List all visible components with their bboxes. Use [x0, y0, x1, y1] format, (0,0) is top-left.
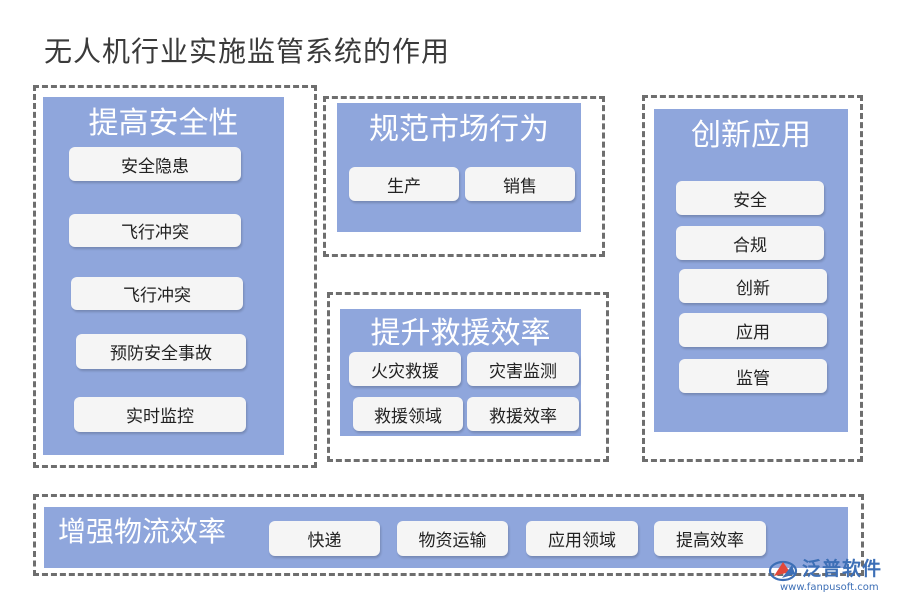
safety-item-hidden-danger: 安全隐患: [69, 147, 241, 181]
innovation-item-application: 应用: [679, 313, 827, 347]
rescue-item-disaster-monitoring: 灾害监测: [467, 352, 579, 386]
page-title: 无人机行业实施监管系统的作用: [44, 35, 451, 68]
rescue-group-frame: [327, 292, 609, 462]
market-item-sales: 销售: [465, 167, 575, 201]
safety-group-frame: [33, 85, 317, 468]
safety-item-realtime-monitoring: 实时监控: [74, 397, 246, 432]
logistics-item-material-transport: 物资运输: [397, 521, 508, 556]
rescue-item-rescue-efficiency: 救援效率: [467, 397, 579, 431]
innovation-heading: 创新应用: [691, 118, 811, 153]
innovation-item-safety: 安全: [676, 181, 824, 215]
fanpu-logo: 泛普软件 www.fanpusoft.com: [766, 552, 896, 598]
logistics-group-frame: [33, 494, 864, 576]
fanpu-logo-icon: [768, 560, 798, 582]
market-item-production: 生产: [349, 167, 459, 201]
market-heading: 规范市场行为: [369, 112, 549, 147]
logo-url: www.fanpusoft.com: [780, 582, 879, 593]
safety-item-flight-conflict-2: 飞行冲突: [71, 277, 243, 310]
innovation-item-supervision: 监管: [679, 359, 827, 393]
market-group-frame: [323, 96, 605, 257]
innovation-item-compliance: 合规: [676, 226, 824, 260]
innovation-item-innovation: 创新: [679, 269, 827, 303]
safety-item-accident-prevention: 预防安全事故: [76, 334, 246, 369]
rescue-heading: 提升救援效率: [370, 316, 551, 351]
logistics-item-express: 快递: [269, 521, 380, 556]
rescue-item-rescue-field: 救援领域: [353, 397, 463, 431]
logistics-item-application-field: 应用领域: [526, 521, 638, 556]
innovation-group-frame: [642, 95, 863, 462]
safety-heading: 提高安全性: [88, 106, 239, 141]
rescue-item-fire-rescue: 火灾救援: [349, 352, 461, 386]
logo-name: 泛普软件: [802, 558, 883, 580]
safety-item-flight-conflict-1: 飞行冲突: [69, 214, 241, 247]
logistics-heading: 增强物流效率: [58, 515, 227, 548]
logistics-item-improve-efficiency: 提高效率: [654, 521, 766, 556]
